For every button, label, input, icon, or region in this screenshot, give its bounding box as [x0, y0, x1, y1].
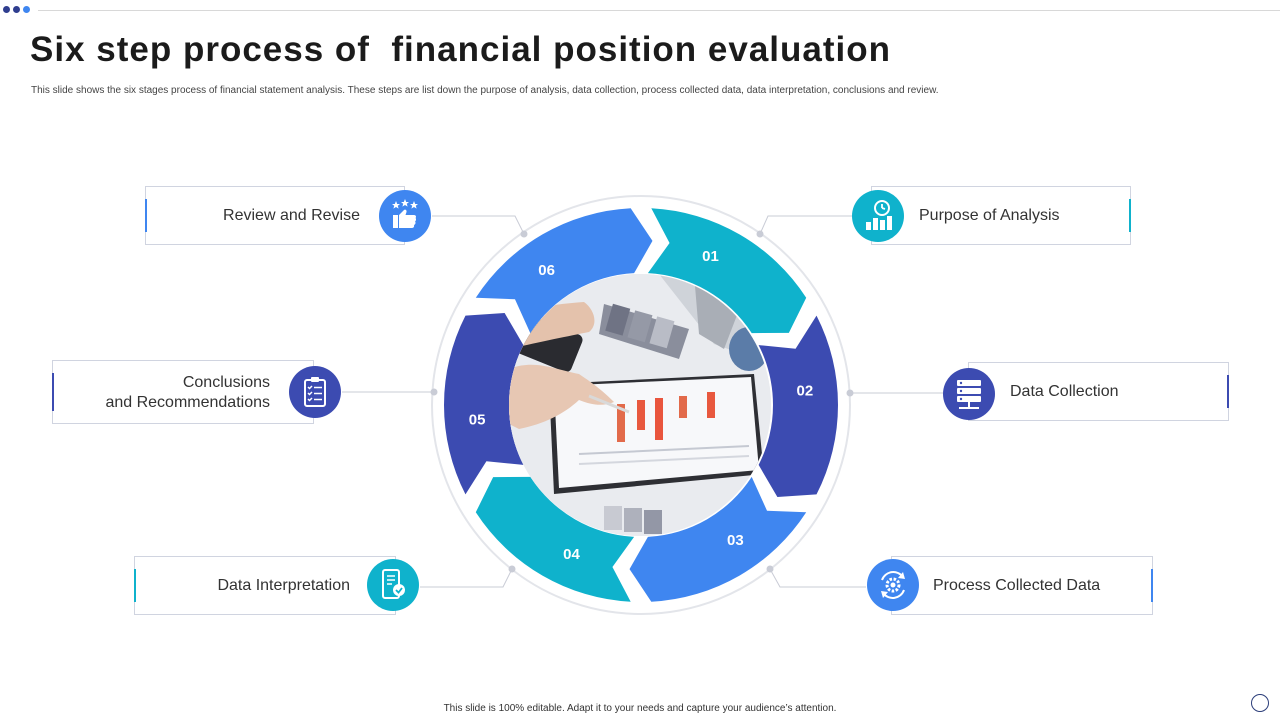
segment-03	[629, 476, 807, 602]
segment-number-03: 03	[727, 532, 744, 549]
segment-number-05: 05	[469, 411, 486, 428]
step-04-card	[134, 556, 396, 615]
dot	[13, 6, 20, 13]
corner-circle	[1251, 694, 1269, 712]
center-photo	[509, 274, 771, 536]
connector-dots	[430, 230, 854, 573]
step-05-label: Conclusions and Recommendations	[60, 373, 270, 413]
connector-03	[769, 568, 866, 588]
server-database-icon	[957, 380, 981, 409]
mobile-checkmark-icon	[382, 569, 405, 599]
outer-ring	[431, 195, 851, 615]
segment-number-04: 04	[563, 546, 580, 563]
step-02-icon-circle	[943, 368, 995, 420]
step-02-label: Data Collection	[1010, 383, 1119, 400]
step-01-icon-circle	[852, 190, 904, 242]
segment-01	[647, 208, 807, 334]
thumbs-up-stars-icon	[392, 199, 418, 228]
step-04-icon-circle	[367, 559, 419, 611]
segment-number-02: 02	[797, 383, 814, 400]
step-05-label-line2: and Recommendations	[105, 394, 270, 411]
gear-refresh-icon	[881, 571, 905, 599]
segment-number-01: 01	[702, 248, 719, 265]
step-01-label: Purpose of Analysis	[919, 207, 1060, 224]
connector-06	[432, 215, 525, 235]
connector-lines	[342, 215, 945, 588]
step-03-card	[891, 556, 1153, 615]
segment-05	[444, 313, 524, 495]
step-01-card	[871, 186, 1131, 245]
step-03-icon-circle	[867, 559, 919, 611]
step-06-card	[145, 186, 405, 245]
chart-clock-icon	[866, 200, 892, 230]
step-05-label-line1: Conclusions	[182, 374, 270, 391]
slide-title: Six step process of financial position e…	[30, 30, 892, 69]
dot	[23, 6, 30, 13]
step-04-label: Data Interpretation	[217, 577, 350, 594]
connector-04	[420, 568, 513, 588]
segment-06	[475, 208, 653, 334]
slide-dots	[3, 6, 30, 13]
slide-subtitle: This slide shows the six stages process …	[31, 85, 939, 96]
segment-04	[475, 476, 635, 602]
dot	[3, 6, 10, 13]
step-06-icon-circle	[379, 190, 431, 242]
step-03-label: Process Collected Data	[933, 577, 1101, 594]
step-05-icon-circle	[289, 366, 341, 418]
segment-number-06: 06	[538, 262, 555, 279]
segment-02	[758, 315, 838, 497]
step-06-label: Review and Revise	[223, 207, 360, 224]
header-divider	[38, 10, 1280, 11]
connector-01	[759, 215, 860, 235]
clipboard-checklist-icon	[304, 377, 326, 407]
slide-footer: This slide is 100% editable. Adapt it to…	[443, 703, 837, 714]
